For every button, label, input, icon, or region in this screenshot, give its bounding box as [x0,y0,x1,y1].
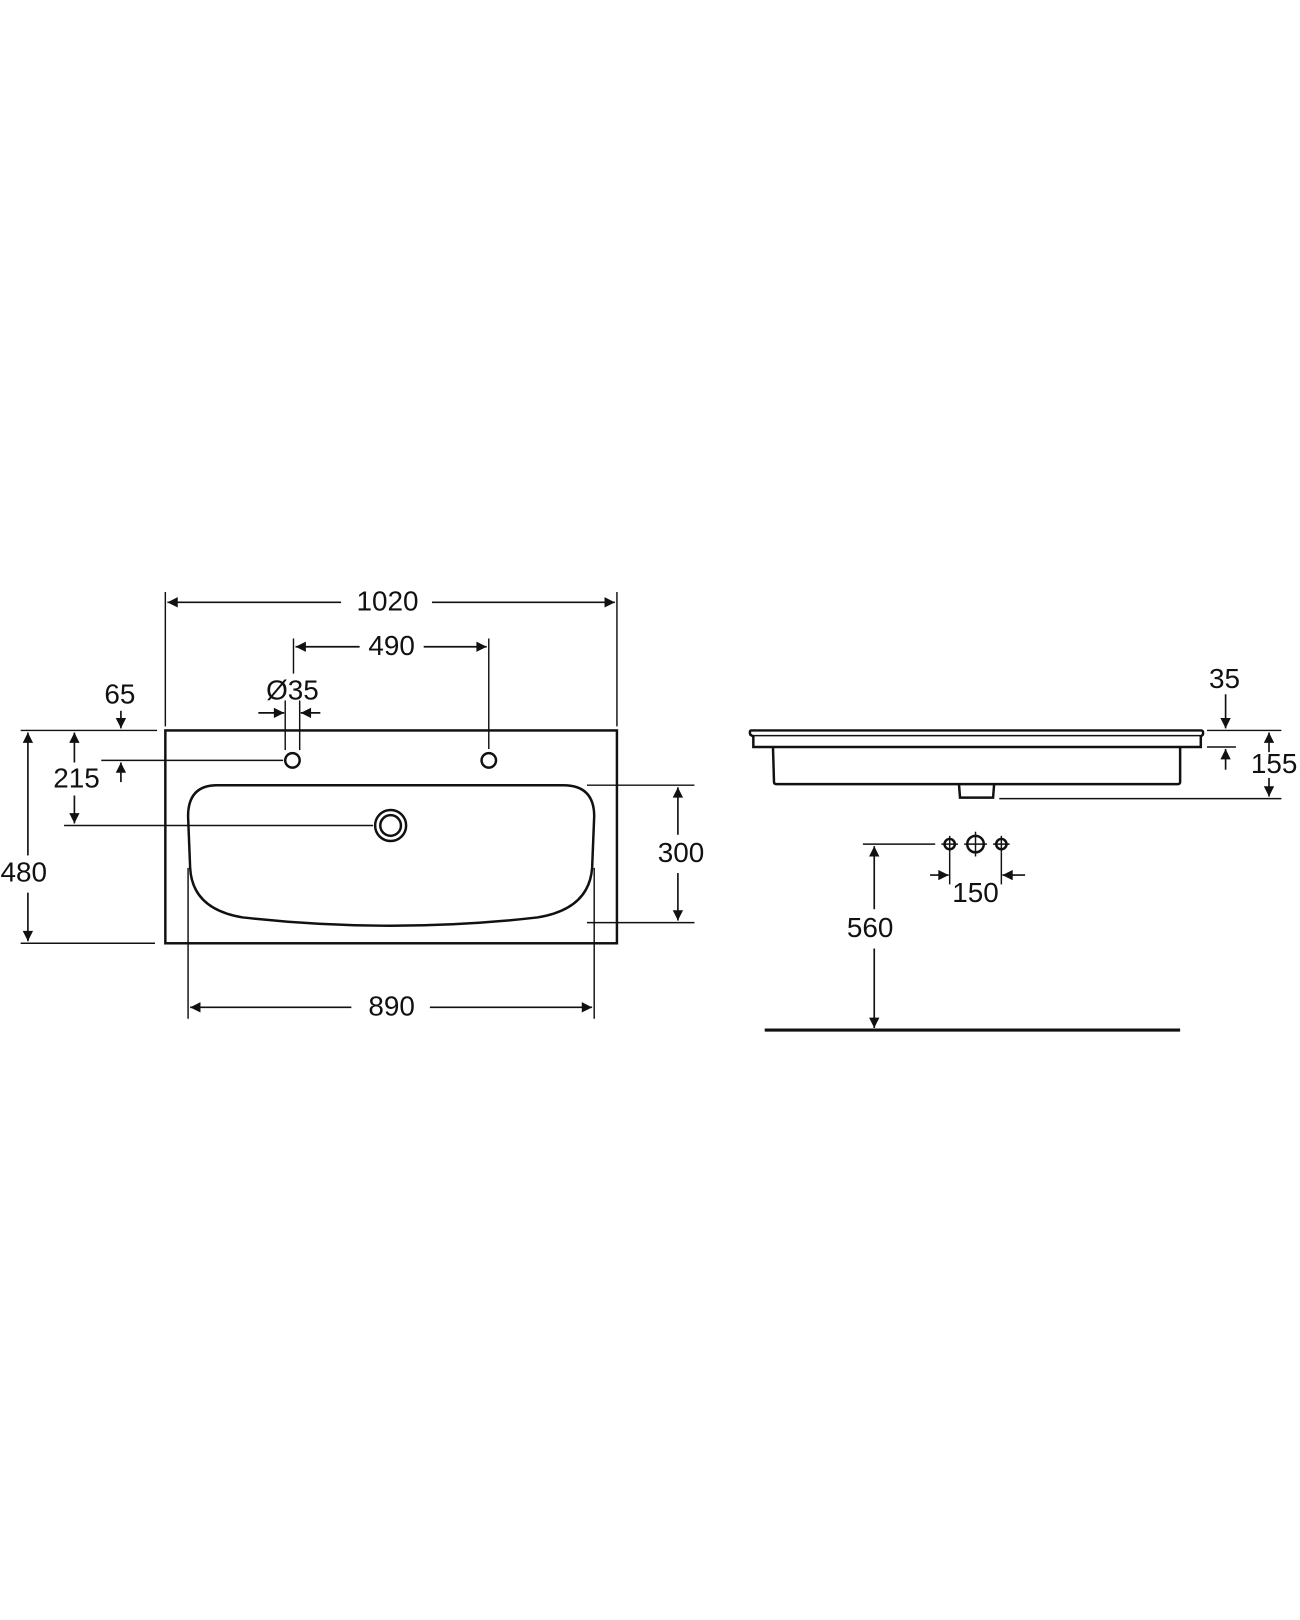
label-tap-spacing: 490 [368,630,415,661]
dimension-overall-width: 1020 [164,586,618,727]
dimension-outlet-spacing: 150 [930,852,1026,908]
label-overall-height: 155 [1251,748,1298,779]
label-outlet-spacing: 150 [952,877,999,908]
drain-outer [373,808,408,843]
label-rim-thickness: 35 [1209,663,1240,694]
wall-outlets [941,831,1010,857]
rim-profile [748,729,1205,749]
label-overall-width: 1020 [357,586,419,617]
side-view: 35 155 150 [748,663,1298,1032]
top-view: 1020 490 Ø35 65 [1,586,705,1022]
dimension-overall-depth: 480 [1,732,156,945]
label-tap-diameter: Ø35 [266,675,319,706]
label-mounting-height: 560 [847,912,894,943]
basin-outline [164,729,619,945]
label-tap-offset: 65 [104,679,135,710]
label-drain-offset: 215 [53,762,100,793]
drain-inner [379,813,403,838]
dimension-bowl-width: 890 [187,867,595,1022]
tap-hole-right [480,751,498,769]
dimension-overall-height: 155 [999,732,1298,800]
dimension-drain-offset: 215 [53,732,374,827]
label-bowl-depth: 300 [658,837,705,868]
dimension-tap-offset: 65 [20,679,284,783]
bowl-outline [186,783,596,927]
tap-hole-left [283,751,301,769]
dimension-mounting-height: 560 [847,843,936,1028]
outlet-profile [957,784,996,799]
label-overall-depth: 480 [1,856,48,887]
dimension-tap-diameter: Ø35 [258,675,321,751]
dimension-tap-spacing: 490 [292,630,490,750]
dimension-bowl-depth: 300 [586,784,705,924]
label-bowl-width: 890 [368,991,415,1022]
bowl-profile [771,746,1182,786]
dimension-rim-thickness: 35 [1206,663,1282,770]
